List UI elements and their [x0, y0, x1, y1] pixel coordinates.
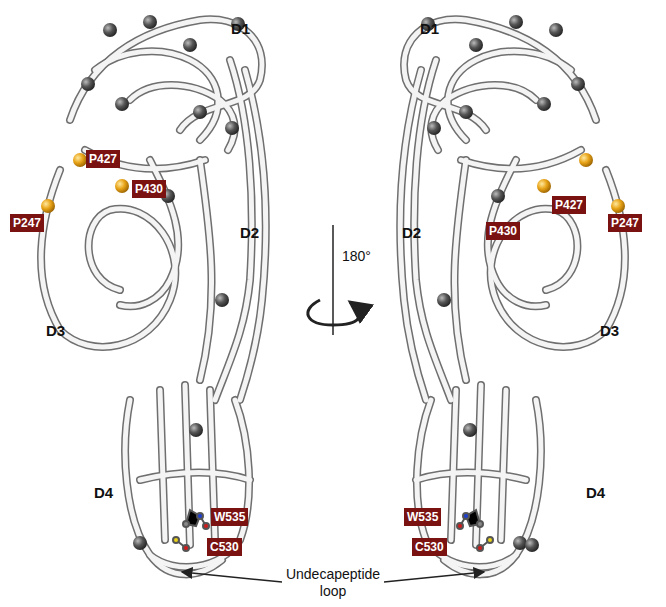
residue-tag: P430	[132, 180, 166, 198]
residue-label: P247	[13, 216, 41, 230]
residue-label: P427	[89, 152, 117, 166]
proline-spheres	[41, 153, 625, 213]
residue-tag: P247	[608, 214, 642, 232]
loop-label: Undecapeptide loop	[278, 566, 388, 600]
residue-tag: W535	[211, 508, 248, 526]
domain-label: D3	[600, 322, 619, 339]
domain-label: D1	[231, 20, 250, 37]
residue-label: C530	[415, 540, 444, 554]
residue-label: P247	[611, 216, 639, 230]
residue-label: P427	[555, 198, 583, 212]
domain-label: D3	[46, 322, 65, 339]
residue-label: C530	[210, 540, 239, 554]
residue-tag: W535	[404, 508, 441, 526]
rotation-label: 180°	[342, 248, 371, 264]
domain-label: D2	[402, 224, 421, 241]
domain-label: D1	[420, 20, 439, 37]
right-view	[400, 19, 625, 574]
domain-label: D4	[94, 484, 113, 501]
residue-label: P430	[135, 182, 163, 196]
left-view	[41, 19, 266, 574]
residue-tag: C530	[412, 538, 447, 556]
residue-label: W535	[407, 510, 438, 524]
residue-spheres	[81, 15, 585, 552]
residue-tag: P430	[486, 222, 520, 240]
domain-label: D4	[586, 484, 605, 501]
domain-label: D2	[240, 224, 259, 241]
residue-tag: P247	[10, 214, 44, 232]
residue-tag: P427	[86, 150, 120, 168]
residue-label: P430	[489, 224, 517, 238]
residue-tag: P427	[552, 196, 586, 214]
rotation-symbol	[308, 225, 360, 335]
residue-tag: C530	[207, 538, 242, 556]
residue-label: W535	[214, 510, 245, 524]
